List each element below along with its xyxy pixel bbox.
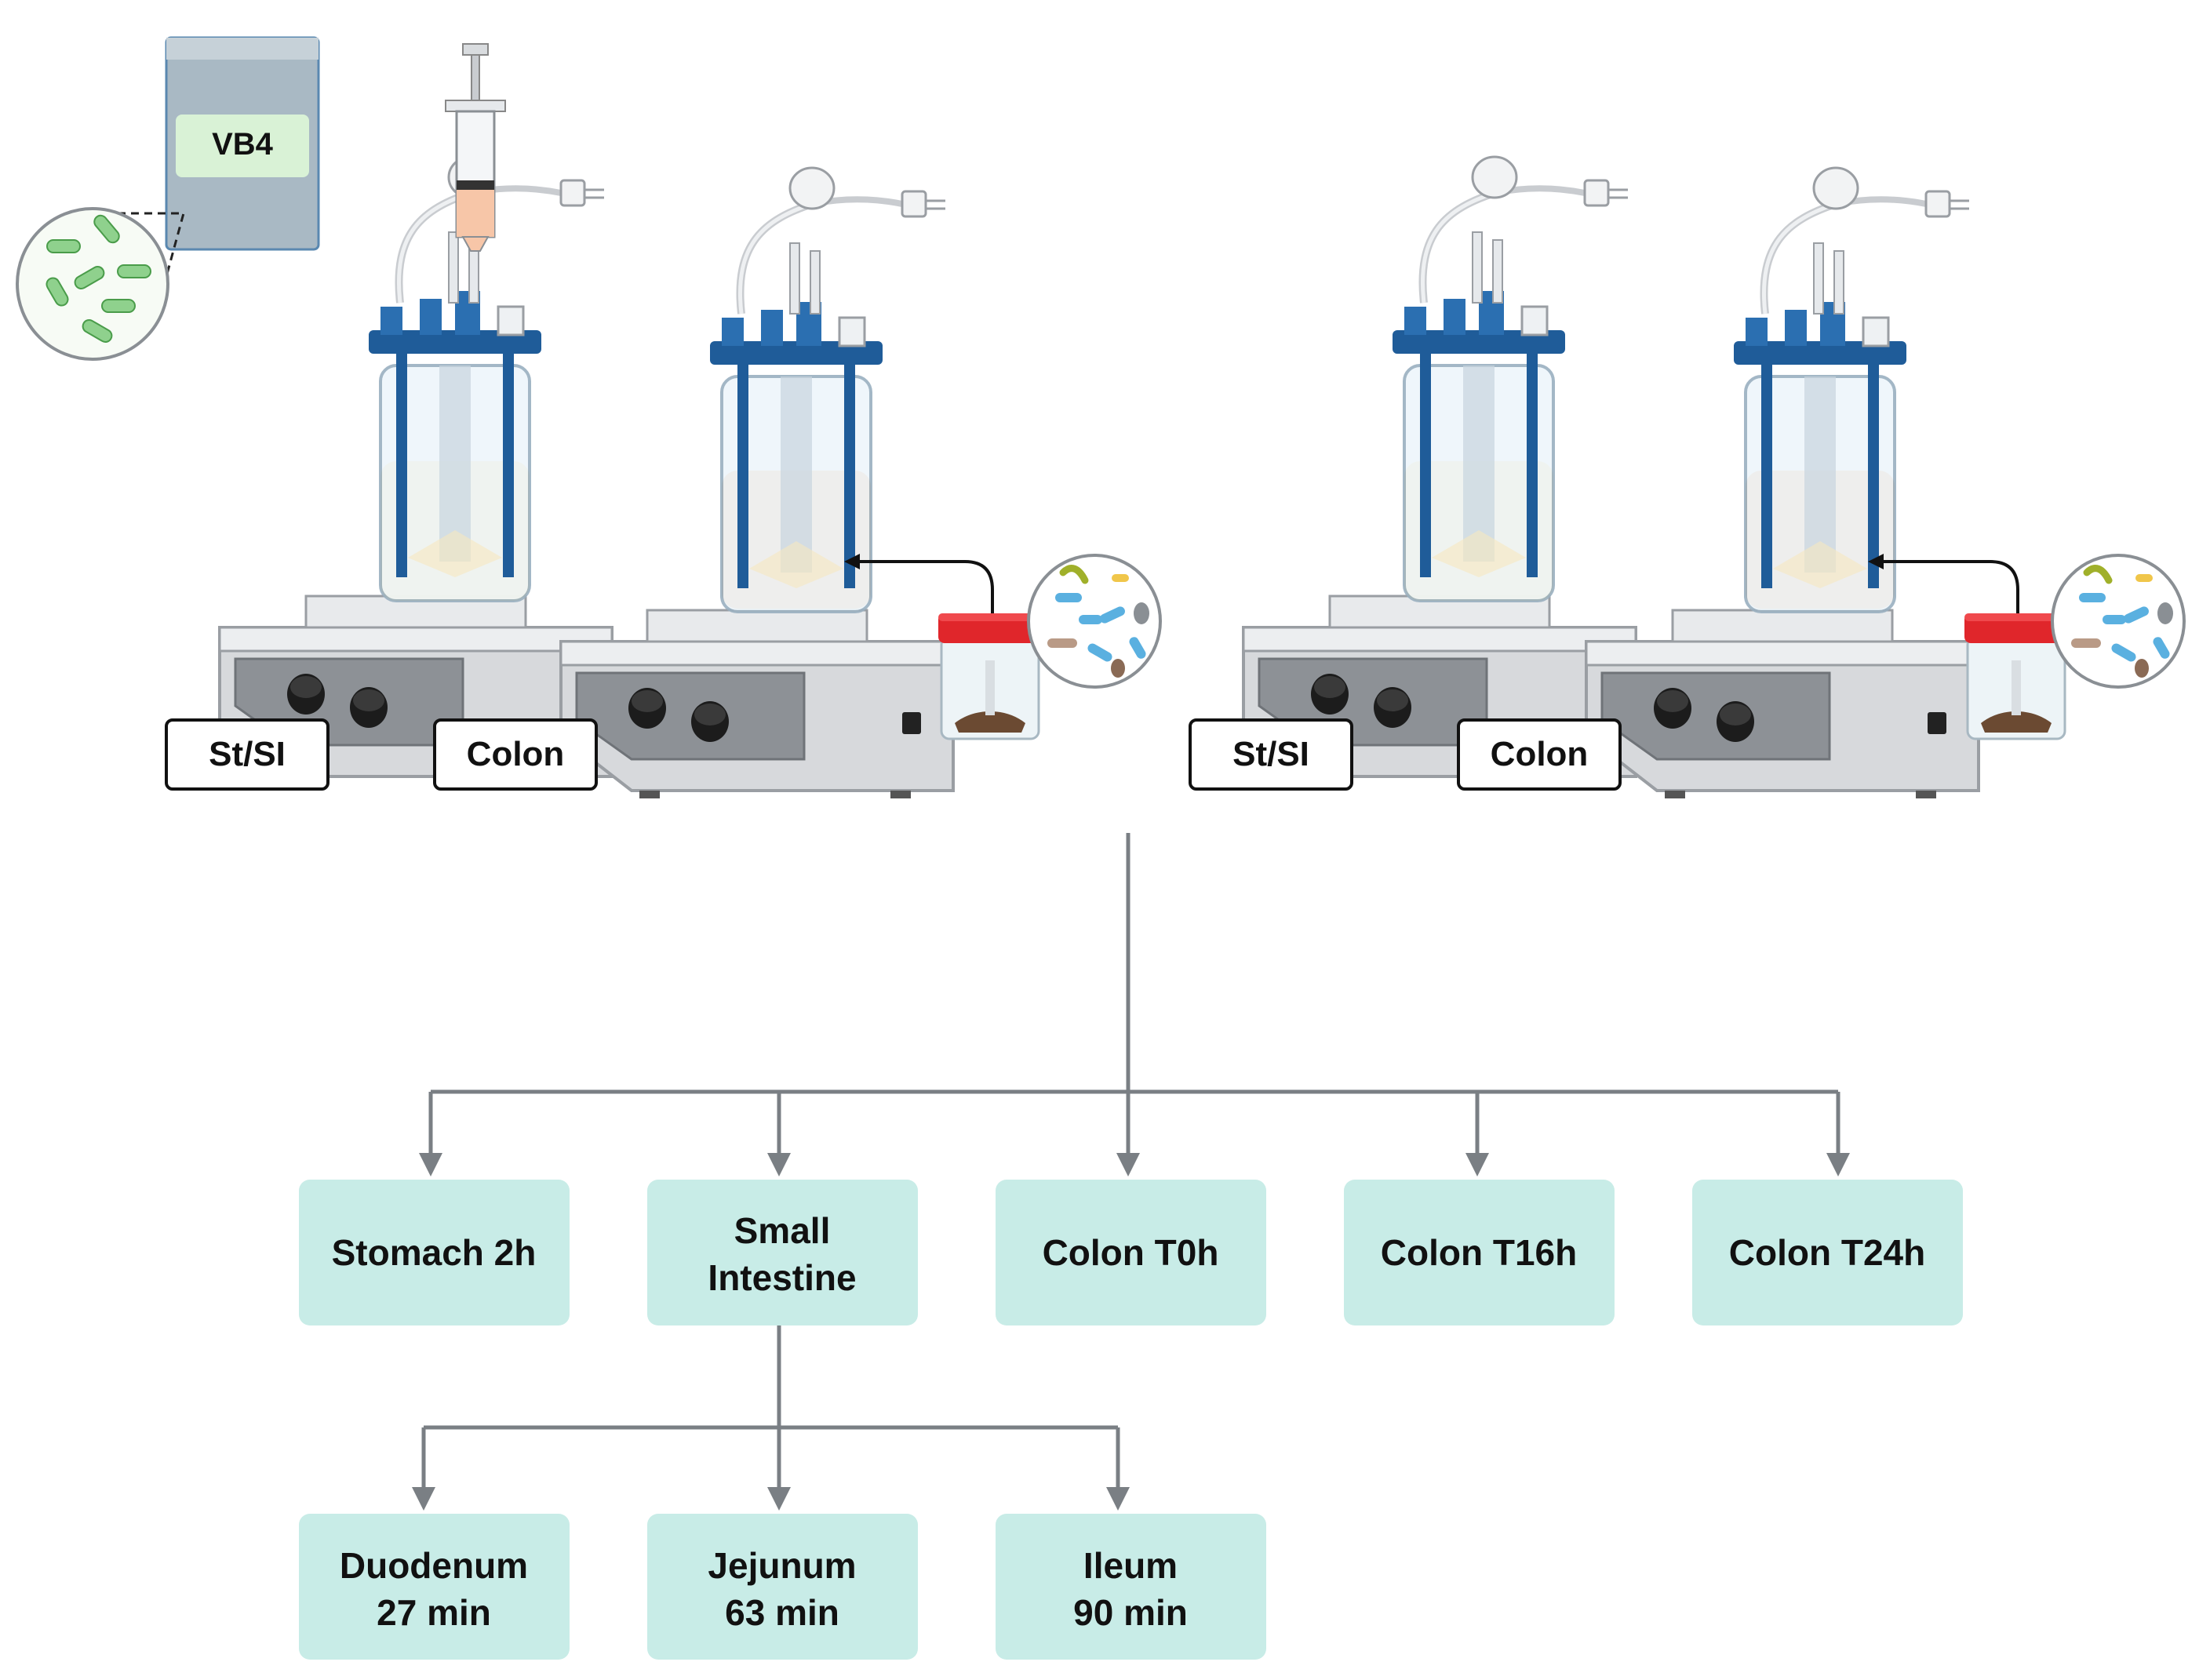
svg-text:Intestine: Intestine — [708, 1257, 856, 1298]
st-si-bioreactor-icon — [1242, 157, 1637, 786]
svg-text:Jejunum: Jejunum — [708, 1545, 856, 1586]
bag-label: VB4 — [212, 127, 274, 162]
st-si-label: St/SI — [1189, 718, 1353, 791]
station-right: St/SI Colon — [1189, 157, 2184, 800]
svg-text:St/SI: St/SI — [209, 735, 286, 773]
sample-box-colon-t0h: Colon T0h — [996, 1180, 1266, 1325]
sample-box-duodenum: Duodenum 27 min — [299, 1514, 570, 1660]
syringe-icon — [445, 43, 506, 252]
svg-text:Duodenum: Duodenum — [340, 1545, 528, 1586]
gut-microbiota-zoom-icon — [1029, 555, 1160, 687]
svg-text:90 min: 90 min — [1073, 1592, 1188, 1633]
svg-text:Colon T0h: Colon T0h — [1043, 1232, 1219, 1273]
sample-box-small-intestine: Small Intestine — [647, 1180, 918, 1325]
inoculation-arrow — [844, 554, 994, 613]
inoculation-arrow — [1868, 554, 2019, 613]
sampling-connectors — [412, 833, 1850, 1511]
sample-box-jejunum: Jejunum 63 min — [647, 1514, 918, 1660]
svg-text:Colon: Colon — [1491, 735, 1589, 773]
svg-text:Stomach 2h: Stomach 2h — [332, 1232, 537, 1273]
station-left: VB4 — [16, 36, 1160, 800]
colon-label: Colon — [433, 718, 598, 791]
probiotic-bag-icon: VB4 — [165, 36, 320, 251]
st-si-label: St/SI — [165, 718, 329, 791]
colon-bioreactor-icon — [559, 168, 955, 800]
svg-text:Colon T24h: Colon T24h — [1729, 1232, 1925, 1273]
colon-bioreactor-icon — [1585, 168, 1980, 800]
svg-text:St/SI: St/SI — [1232, 735, 1309, 773]
sample-box-colon-t24h: Colon T24h — [1692, 1180, 1963, 1325]
svg-text:63 min: 63 min — [725, 1592, 839, 1633]
sample-box-ileum: Ileum 90 min — [996, 1514, 1266, 1660]
svg-text:27 min: 27 min — [377, 1592, 491, 1633]
stool-sample-cup-icon — [937, 612, 1043, 740]
svg-text:Colon T16h: Colon T16h — [1381, 1232, 1577, 1273]
probiotic-bacteria-zoom-icon — [16, 207, 169, 361]
gut-microbiota-zoom-icon — [2052, 555, 2184, 687]
svg-text:Colon: Colon — [467, 735, 565, 773]
colon-label: Colon — [1457, 718, 1622, 791]
sample-box-stomach-2h: Stomach 2h — [299, 1180, 570, 1325]
sample-box-colon-t16h: Colon T16h — [1344, 1180, 1615, 1325]
svg-text:Ileum: Ileum — [1083, 1545, 1178, 1586]
svg-text:Small: Small — [734, 1210, 831, 1251]
st-si-bioreactor-icon — [218, 43, 613, 786]
